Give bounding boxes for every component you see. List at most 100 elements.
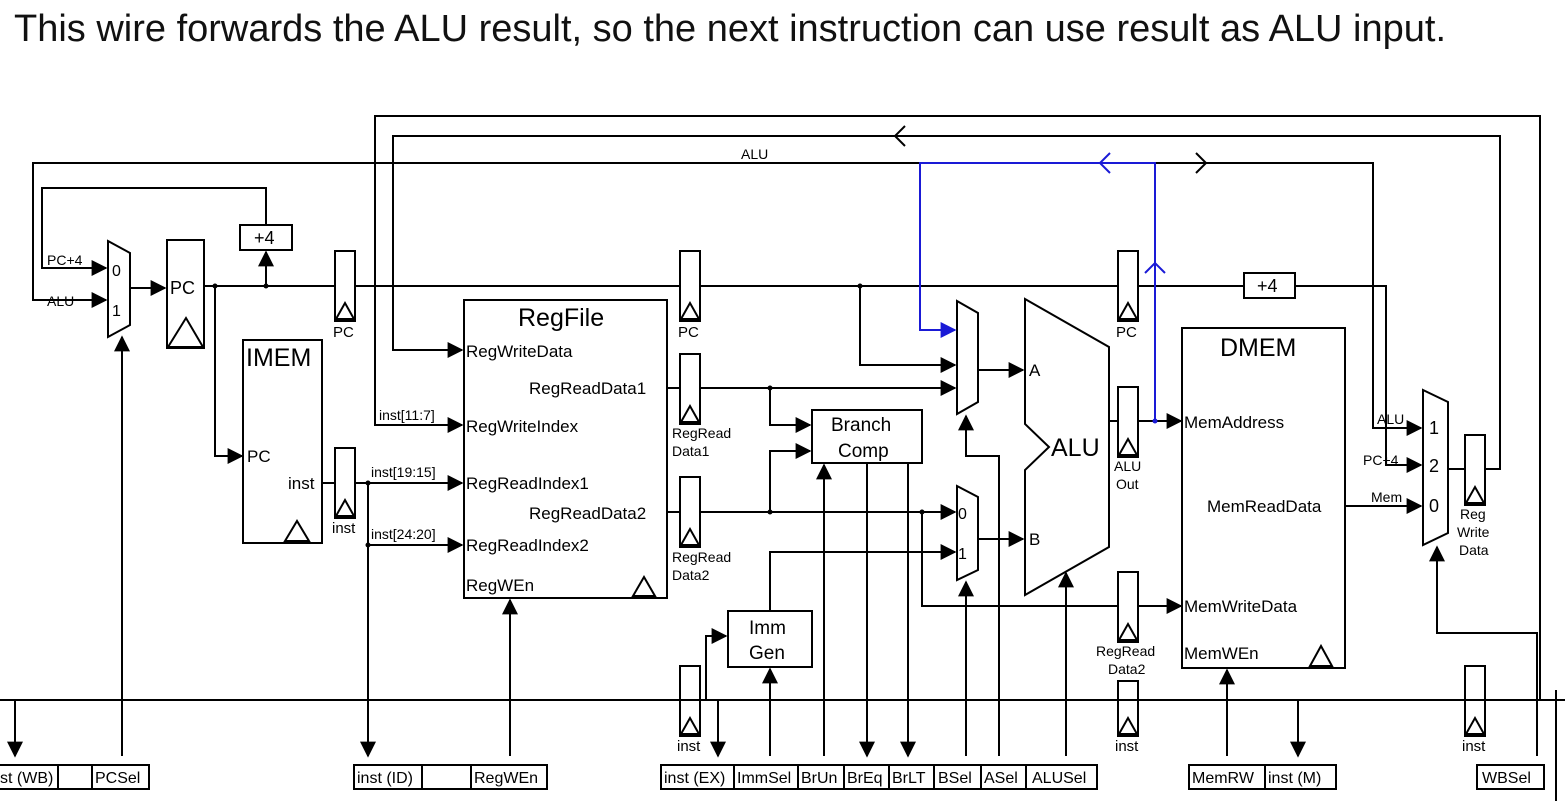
bmux-in-1: 1 <box>958 546 967 563</box>
direction-chevron <box>893 125 906 147</box>
imem-inst-port: inst <box>288 474 315 493</box>
regfile-title: RegFile <box>518 304 604 332</box>
pc-to-amux-wire <box>859 286 957 373</box>
control-cell-label: RegWEn <box>474 770 538 787</box>
imm-gen-label: Imm <box>749 618 786 639</box>
control-cell-label: ImmSel <box>737 770 791 787</box>
pipe-reg-rrd2-mem-label: Data2 <box>1108 661 1146 677</box>
pc-mux-in-0: 0 <box>112 263 121 280</box>
clock-icon <box>679 300 701 320</box>
pipe-reg-inst-mem <box>1117 680 1139 737</box>
pipe-reg-inst-wb-label: inst <box>1462 738 1486 755</box>
pipe-reg-rrd2-label: RegRead <box>672 549 731 565</box>
clock-icon <box>679 526 701 546</box>
pipe-reg-rrd2-mem-label: RegRead <box>1096 643 1155 659</box>
control-cell-label: inst (ID) <box>357 770 413 787</box>
dmem-title: DMEM <box>1220 334 1296 362</box>
alu-forward-wire <box>919 162 1156 421</box>
pipe-reg-pc-ex <box>679 250 701 322</box>
pipe-reg-write-data-label: Reg <box>1460 506 1486 522</box>
caption: This wire forwards the ALU result, so th… <box>14 8 1447 50</box>
direction-chevron-2 <box>1195 152 1208 174</box>
control-cell <box>888 764 935 790</box>
pc-plus4-label: PC+4 <box>47 252 83 268</box>
control-cell-label: MemRW <box>1192 770 1255 787</box>
inst-24-20-label: inst[24:20] <box>371 526 436 542</box>
control-cell-label: BrLT <box>892 770 926 787</box>
rrd2-to-branch-wire <box>769 443 812 512</box>
pipe-reg-write-data-label: Write <box>1457 524 1490 540</box>
regfile-block <box>463 299 668 599</box>
junction-dot <box>212 283 218 289</box>
pipe-reg-alu-out-label: Out <box>1116 476 1139 492</box>
regfile-port: RegWriteIndex <box>466 417 579 436</box>
regfile-port: RegReadIndex2 <box>466 536 589 555</box>
control-cell-label: PCSel <box>95 770 140 787</box>
clock-icon <box>334 300 356 320</box>
forward-chevron-up <box>1144 261 1166 274</box>
control-cell <box>1264 764 1337 790</box>
clock-icon <box>334 497 356 517</box>
control-bar: st (WB) PCSel inst (ID) RegWEn inst (EX)… <box>0 764 1545 790</box>
b-mux <box>956 484 979 582</box>
inst-19-15-label: inst[19:15] <box>371 464 436 480</box>
pipe-reg-rrd1-label: Data1 <box>672 443 710 459</box>
junction-dot <box>365 542 371 548</box>
pipe-reg-inst-id-label: inst <box>332 520 356 537</box>
writeback-wire <box>392 135 1501 470</box>
wbmux-in-1: 1 <box>1429 418 1439 438</box>
control-cell <box>470 764 548 790</box>
pipe-reg-pc-mem <box>1117 250 1139 322</box>
a-mux <box>956 299 979 416</box>
control-cell <box>1188 764 1266 790</box>
inst-to-immgen-wire <box>705 628 728 700</box>
clock-icon <box>283 519 311 542</box>
junction-dot <box>1152 418 1158 424</box>
bmux-in-0: 0 <box>958 506 967 523</box>
clock-icon <box>1117 300 1139 320</box>
wbmux-in-0: 0 <box>1429 496 1439 516</box>
junction-dot <box>919 509 925 515</box>
control-cell-label: inst (EX) <box>664 770 725 787</box>
pipe-reg-rrd2-mem <box>1117 571 1139 643</box>
branch-comp-label: Branch <box>831 415 891 436</box>
control-cell-label: ASel <box>984 770 1018 787</box>
imem-block <box>242 339 323 544</box>
inst-ex-to-ctrl-wire <box>700 699 726 758</box>
wbmux-in-2: 2 <box>1429 456 1439 476</box>
clock-icon <box>1464 715 1486 735</box>
clock-icon <box>1117 715 1139 735</box>
wb-mem-label: Mem <box>1371 489 1402 505</box>
pipe-reg-pc-ex-label: PC <box>678 324 699 341</box>
clock-icon <box>631 575 657 597</box>
junction-dot <box>263 283 269 289</box>
clock-icon <box>1464 484 1486 504</box>
control-cell-label: BSel <box>938 770 972 787</box>
pc-plus4-wire <box>41 187 267 276</box>
dmem-port: MemReadData <box>1207 497 1322 516</box>
control-cell <box>0 764 59 790</box>
pc-register-label: PC <box>170 278 195 298</box>
alu-title: ALU <box>1051 434 1100 462</box>
dmem-port: MemAddress <box>1184 413 1284 432</box>
forward-chevron <box>1098 152 1111 174</box>
rrd1-to-branch-wire <box>769 388 812 433</box>
pipe-reg-pc-mem-label: PC <box>1116 324 1137 341</box>
dmem-block <box>1181 327 1346 669</box>
branch-comp-block <box>811 409 923 464</box>
alu-label: ALU <box>47 293 74 309</box>
pc-mux-in-1: 1 <box>112 303 121 320</box>
imm-to-bmux-wire <box>769 544 957 611</box>
control-cell-label: ALUSel <box>1032 770 1086 787</box>
wb-sel-mux <box>1422 388 1449 547</box>
junction-dot <box>767 509 773 515</box>
regfile-port: RegReadData1 <box>529 379 646 398</box>
pc-sel-mux <box>107 239 131 339</box>
outer-inst-wire <box>374 115 1541 700</box>
control-cell-label: inst (M) <box>1268 770 1321 787</box>
plus4-mem-block <box>1243 272 1296 299</box>
wb-pc4-label: PC+4 <box>1363 452 1399 468</box>
branch-comp-label: Comp <box>838 441 889 462</box>
control-cell <box>933 764 982 790</box>
